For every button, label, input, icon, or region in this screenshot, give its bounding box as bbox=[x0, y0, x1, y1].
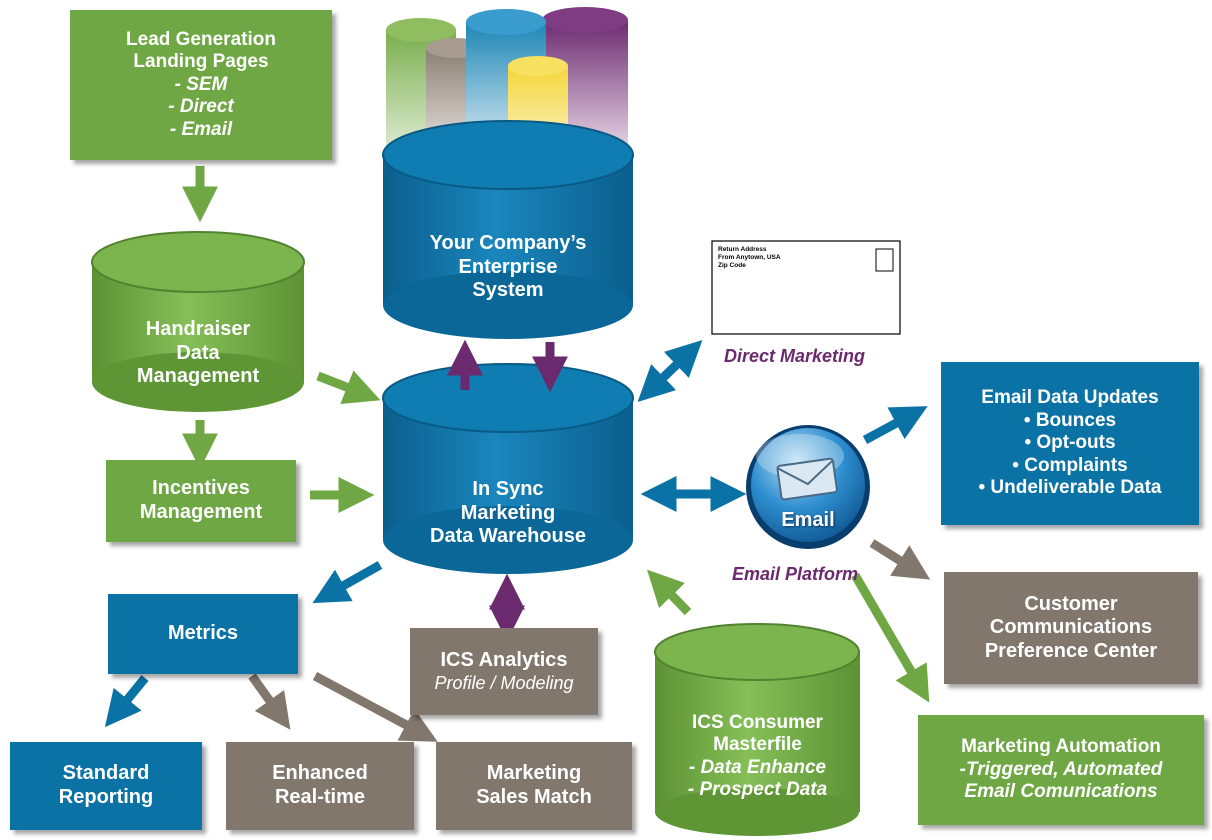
masterfile-item: - Prospect Data bbox=[687, 779, 828, 801]
warehouse-line: Data Warehouse bbox=[430, 525, 586, 548]
marketing-automation-item: -Triggered, Automated bbox=[959, 758, 1163, 780]
arrow-warehouse-direct-marketing bbox=[637, 340, 703, 402]
data-warehouse-cylinder bbox=[382, 363, 634, 574]
enterprise-system-label: Your Company’s Enterprise System bbox=[383, 232, 633, 303]
masterfile-title: Masterfile bbox=[713, 734, 802, 756]
arrow-metrics-to-salesmatch bbox=[312, 672, 438, 742]
enhanced-realtime-box: Enhanced Real-time bbox=[226, 742, 414, 830]
enhanced-realtime-line: Real-time bbox=[274, 786, 366, 808]
lead-generation-box: Lead Generation Landing Pages - SEM - Di… bbox=[70, 10, 332, 160]
arrow-email-to-updates bbox=[862, 406, 928, 444]
preference-center-line: Communications bbox=[989, 616, 1153, 639]
marketing-automation-title: Marketing Automation bbox=[961, 736, 1161, 758]
arrow-masterfile-to-warehouse bbox=[646, 569, 692, 616]
masterfile-item: - Data Enhance bbox=[688, 756, 827, 778]
handraiser-cylinder bbox=[91, 231, 305, 412]
incentives-line: Management bbox=[139, 501, 263, 523]
lead-generation-item: - Direct bbox=[168, 96, 234, 118]
enterprise-line: Your Company’s bbox=[429, 232, 587, 254]
lead-generation-item: - Email bbox=[169, 118, 233, 140]
data-warehouse-label: In Sync Marketing Data Warehouse bbox=[383, 478, 633, 549]
email-updates-item: • Complaints bbox=[1012, 454, 1128, 476]
marketing-automation-item: Email Comunications bbox=[964, 781, 1158, 803]
handraiser-label: Handraiser Data Management bbox=[92, 318, 304, 389]
incentives-management-box: Incentives Management bbox=[106, 460, 296, 542]
ics-analytics-sub: Profile / Modeling bbox=[434, 672, 574, 693]
arrow-warehouse-to-metrics bbox=[312, 561, 383, 604]
envelope-address-line: Return Address bbox=[718, 246, 767, 253]
enterprise-system-cylinder bbox=[382, 120, 634, 339]
envelope-address-line: From Anytown, USA bbox=[718, 254, 781, 262]
marketing-sales-match-box: Marketing Sales Match bbox=[436, 742, 632, 830]
standard-reporting-line: Standard bbox=[62, 762, 150, 785]
arrow-metrics-to-enhanced bbox=[248, 673, 291, 730]
consumer-masterfile-cylinder bbox=[654, 623, 860, 836]
ics-analytics-title: ICS Analytics bbox=[440, 649, 568, 672]
preference-center-line: Preference Center bbox=[984, 639, 1158, 662]
standard-reporting-line: Reporting bbox=[58, 786, 154, 808]
preference-center-line: Customer bbox=[1024, 592, 1118, 615]
handraiser-line: Management bbox=[136, 365, 260, 388]
enterprise-line: System bbox=[472, 279, 544, 302]
handraiser-line: Handraiser bbox=[145, 318, 251, 340]
standard-reporting-box: Standard Reporting bbox=[10, 742, 202, 830]
lead-generation-item: - SEM bbox=[174, 73, 228, 95]
direct-marketing-caption: Direct Marketing bbox=[724, 346, 866, 366]
email-icon-label: Email bbox=[781, 509, 835, 531]
warehouse-line: In Sync bbox=[472, 478, 544, 500]
email-icon bbox=[746, 425, 870, 549]
marketing-automation-box: Marketing Automation -Triggered, Automat… bbox=[918, 715, 1204, 825]
warehouse-line: Marketing bbox=[460, 501, 556, 524]
envelope-return-address: Return Address From Anytown, USA Zip Cod… bbox=[718, 246, 781, 270]
metrics-box: Metrics bbox=[108, 594, 298, 674]
ics-analytics-box: ICS Analytics Profile / Modeling bbox=[410, 628, 598, 715]
masterfile-title: ICS Consumer bbox=[692, 712, 823, 733]
flow-arrows bbox=[104, 166, 931, 742]
email-updates-title: Email Data Updates bbox=[981, 387, 1159, 409]
arrow-metrics-to-standard bbox=[104, 675, 149, 728]
preference-center-box: Customer Communications Preference Cente… bbox=[944, 572, 1198, 684]
arrow-email-to-automation bbox=[851, 572, 930, 703]
envelope-address-line: Zip Code bbox=[718, 262, 746, 270]
lead-generation-title-1: Lead Generation bbox=[126, 28, 276, 50]
incentives-line: Incentives bbox=[152, 477, 250, 500]
envelope-icon bbox=[711, 240, 901, 335]
enhanced-realtime-line: Enhanced bbox=[272, 762, 368, 785]
lead-generation-title-2: Landing Pages bbox=[133, 51, 269, 73]
handraiser-line: Data bbox=[176, 341, 220, 364]
arrow-email-to-preference bbox=[869, 539, 931, 580]
arrow-handraiser-to-warehouse bbox=[316, 370, 381, 404]
sales-match-line: Marketing bbox=[486, 762, 582, 785]
email-updates-item: • Opt-outs bbox=[1024, 432, 1116, 454]
sales-match-line: Sales Match bbox=[476, 786, 592, 808]
email-updates-item: • Bounces bbox=[1023, 409, 1117, 431]
metrics-label: Metrics bbox=[167, 622, 239, 645]
email-platform-caption: Email Platform bbox=[732, 564, 859, 584]
email-data-updates-box: Email Data Updates • Bounces • Opt-outs … bbox=[941, 362, 1199, 525]
enterprise-line: Enterprise bbox=[458, 255, 558, 278]
consumer-masterfile-label: ICS Consumer Masterfile - Data Enhance -… bbox=[655, 712, 860, 802]
email-updates-item: • Undeliverable Data bbox=[978, 477, 1162, 499]
